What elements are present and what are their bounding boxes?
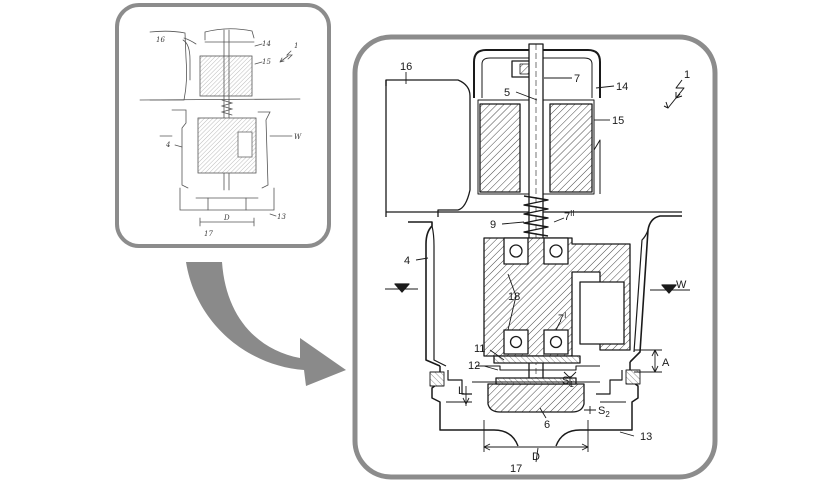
sketch-label-w: W <box>294 133 302 141</box>
sketch-label-1: 1 <box>294 42 298 50</box>
label-4: 4 <box>404 255 410 267</box>
label-6: 6 <box>544 419 550 431</box>
sketch-label-14: 14 <box>262 40 271 48</box>
label-15: 15 <box>612 115 624 127</box>
drawing-panel: 16 7 14 1 5 15 9 7II 4 W 18 7I 11 A 12 S… <box>355 37 715 477</box>
label-13: 13 <box>640 431 652 443</box>
label-w: W <box>676 279 687 291</box>
label-1: 1 <box>684 69 690 81</box>
sketch-label-4: 4 <box>165 141 170 149</box>
sketch-label-13: 13 <box>277 213 286 221</box>
sketch-label-15: 15 <box>262 58 271 66</box>
label-9: 9 <box>490 219 496 231</box>
label-11: 11 <box>474 343 485 355</box>
sketch-label-16: 16 <box>156 36 165 44</box>
label-16: 16 <box>400 61 412 73</box>
label-a: A <box>662 357 670 369</box>
label-7-top: 7 <box>574 73 580 85</box>
label-5-top: 5 <box>504 87 510 99</box>
label-18: 18 <box>508 291 520 303</box>
transition-arrow-icon <box>186 262 346 386</box>
label-14: 14 <box>616 81 628 93</box>
label-12: 12 <box>468 360 480 372</box>
label-d: D <box>532 451 540 463</box>
sketch-label-d: D <box>223 214 230 222</box>
sketch-label-17: 17 <box>204 230 213 238</box>
sketch-panel: 16 14 15 1 4 W 13 17 D <box>117 5 329 246</box>
label-l: L <box>458 385 464 397</box>
label-17: 17 <box>510 463 522 475</box>
